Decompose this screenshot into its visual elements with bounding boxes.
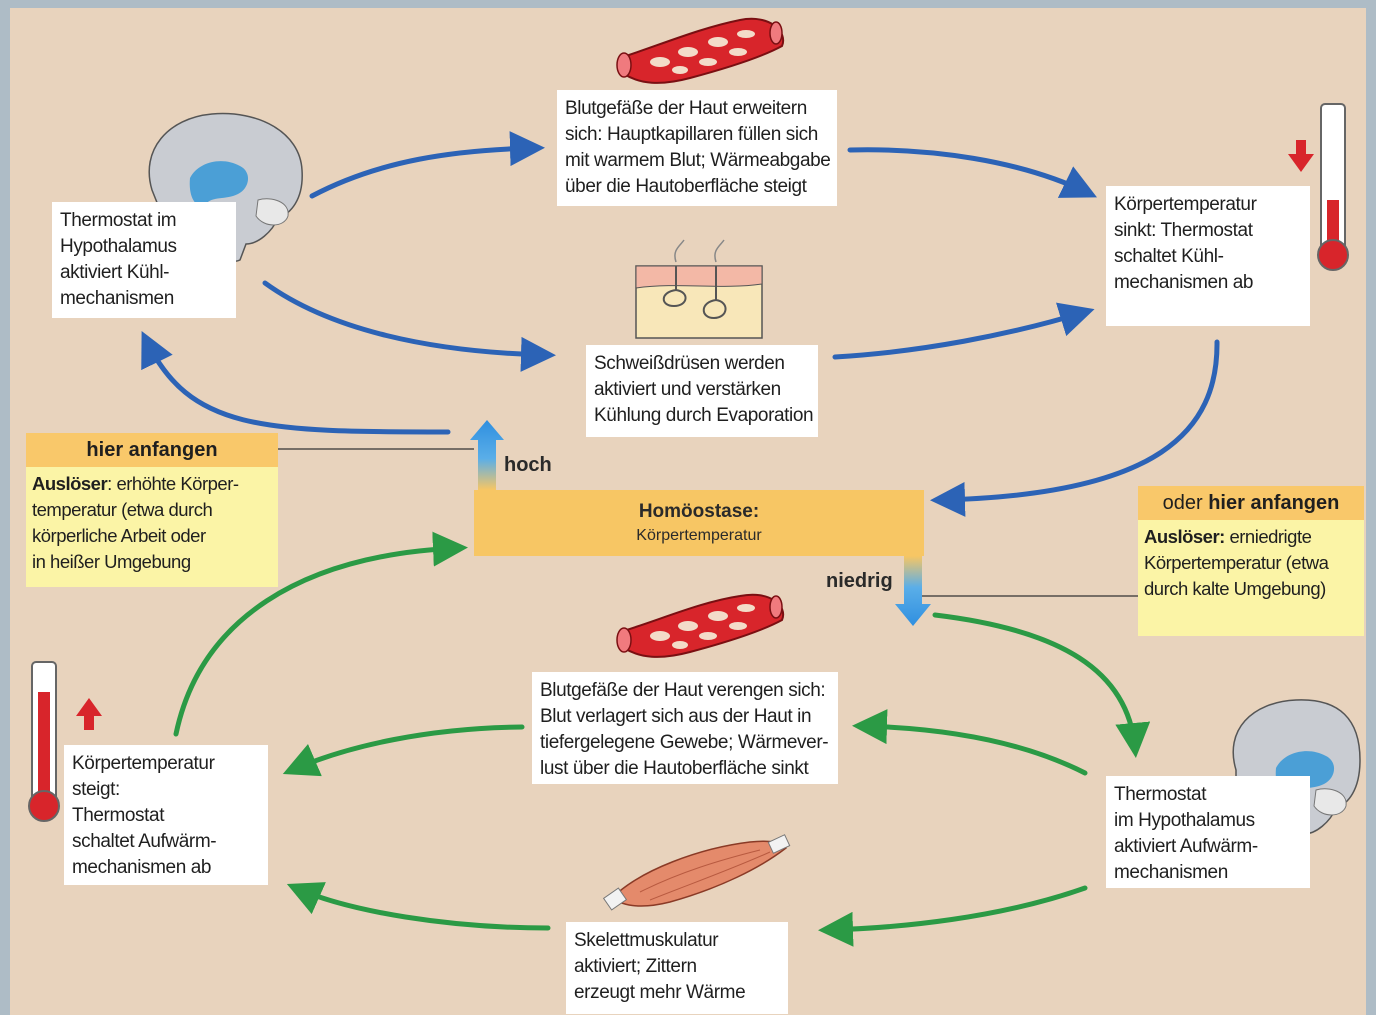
trigger-start-low: oder hier anfangen Auslöser: erniedrigte… (1138, 486, 1364, 636)
box-line: Kühlung durch Evaporation (594, 405, 814, 426)
thermometer-rising-icon (28, 661, 60, 822)
vessels-dilate-box: Blutgefäße der Haut erweitern sich: Haup… (557, 90, 837, 206)
sweat-gland-skin-icon (635, 239, 763, 339)
box-line: lust über die Hautoberfläche sinkt (540, 758, 809, 779)
trigger-body: Auslöser: erniedrigte Körpertemperatur (… (1138, 520, 1364, 606)
high-direction-arrow (470, 420, 504, 490)
arrow-muscle-to-temp (286, 882, 551, 931)
trigger-line: durch kalte Umgebung) (1144, 578, 1326, 599)
trigger-header-prefix: oder (1162, 492, 1209, 514)
skeletal-muscle-icon (602, 834, 791, 911)
temperature-falls-box: Körpertemperatur sinkt: Thermostat schal… (1106, 186, 1310, 326)
box-line: mechanismen (1114, 862, 1228, 883)
sweat-glands-box: Schweißdrüsen werden aktiviert und verst… (586, 345, 818, 437)
box-line: aktiviert; Zittern (574, 956, 697, 977)
temperature-rises-box: Körpertemperatur steigt: Thermostat scha… (64, 745, 268, 885)
box-line: Thermostat (1114, 784, 1207, 805)
trigger-keyword: Auslöser (32, 473, 108, 494)
trigger-body: Auslöser: erhöhte Körper- temperatur (et… (26, 467, 278, 579)
box-line: über die Hautoberfläche steigt (565, 176, 807, 197)
box-line: tiefergelegene Gewebe; Wärmever- (540, 732, 829, 753)
box-line: Hypothalamus (60, 236, 177, 257)
blood-vessel-constricted-icon (616, 593, 785, 658)
box-line: schaltet Kühl- (1114, 246, 1224, 267)
box-line: Körpertemperatur (72, 753, 215, 774)
vessels-constrict-box: Blutgefäße der Haut verengen sich: Blut … (532, 672, 838, 784)
box-line: aktiviert Aufwärm- (1114, 836, 1258, 857)
up-red-arrow-icon (76, 698, 102, 730)
arrow-temp-to-homeostasis (930, 339, 1220, 517)
arrow-vessels-to-temp (847, 147, 1097, 198)
trigger-line: in heißer Umgebung (32, 551, 191, 572)
thermostat-cooling-box: Thermostat im Hypothalamus aktiviert Küh… (52, 202, 236, 318)
box-line: Blut verlagert sich aus der Haut in (540, 706, 812, 727)
trigger-start-high: hier anfangen Auslöser: erhöhte Körper- … (26, 433, 278, 587)
arrow-constrict-to-temp (282, 724, 525, 777)
box-line: Thermostat (72, 805, 165, 826)
arrow-temp-to-homeostasis-green (173, 531, 468, 737)
box-line: mechanismen ab (1114, 272, 1254, 293)
box-line: sinkt: Thermostat (1114, 220, 1253, 241)
box-line: Skelettmuskulatur (574, 930, 719, 951)
box-line: Blutgefäße der Haut erweitern (565, 98, 807, 119)
label-high: hoch (504, 454, 552, 476)
box-line: steigt: (72, 779, 120, 800)
thermostat-warming-box: Thermostat im Hypothalamus aktiviert Auf… (1106, 776, 1310, 888)
homeostasis-title: Homöostase: (638, 501, 760, 522)
box-line: Thermostat im (60, 210, 177, 231)
trigger-text: : erhöhte Körper- (107, 473, 239, 494)
trigger-line: körperliche Arbeit oder (32, 525, 206, 546)
box-line: erzeugt mehr Wärme (574, 982, 746, 1003)
trigger-line: Auslöser: erhöhte Körper- (32, 471, 272, 497)
box-line: aktiviert und verstärken (594, 379, 781, 400)
arrow-brain-to-vessels (309, 131, 545, 199)
box-line: Schweißdrüsen werden (594, 353, 785, 374)
trigger-header: hier anfangen (26, 433, 278, 467)
box-line: Körpertemperatur (1114, 194, 1257, 215)
trigger-keyword: Auslöser: (1144, 526, 1225, 547)
skeletal-muscle-box: Skelettmuskulatur aktiviert; Zittern erz… (566, 922, 788, 1014)
trigger-text: erniedrigte (1224, 526, 1312, 547)
trigger-line: Auslöser: erniedrigte (1144, 524, 1358, 550)
box-line: mechanismen ab (72, 857, 212, 878)
low-direction-arrow (895, 556, 931, 626)
arrow-brain-to-constrict (852, 709, 1088, 776)
trigger-line: Körpertemperatur (etwa (1144, 552, 1329, 573)
blood-vessel-dilated-icon (616, 17, 785, 84)
trigger-header: oder hier anfangen (1138, 486, 1364, 520)
box-line: aktiviert Kühl- (60, 262, 170, 283)
box-line: sich: Hauptkapillaren füllen sich (565, 124, 818, 145)
box-line: mechanismen (60, 288, 174, 309)
arrow-sweat-to-temp (832, 302, 1095, 360)
arrow-brain-to-sweat (262, 280, 556, 372)
trigger-line: temperatur (etwa durch (32, 499, 213, 520)
down-red-arrow-icon (1288, 140, 1314, 172)
box-line: schaltet Aufwärm- (72, 831, 217, 852)
box-line: Blutgefäße der Haut verengen sich: (540, 680, 826, 701)
thermometer-falling-icon (1317, 103, 1349, 271)
arrow-brain-to-muscle (818, 885, 1088, 947)
arrow-high-to-brain (141, 331, 451, 435)
arrow-low-to-brain (932, 612, 1151, 758)
label-low: niedrig (826, 570, 893, 592)
homeostasis-box: Homöostase: Körpertemperatur (474, 490, 924, 556)
box-line: mit warmem Blut; Wärmeabgabe (565, 150, 831, 171)
homeostasis-subtitle: Körpertemperatur (636, 527, 762, 544)
box-line: im Hypothalamus (1114, 810, 1255, 831)
trigger-header-bold: hier anfangen (1208, 492, 1340, 514)
